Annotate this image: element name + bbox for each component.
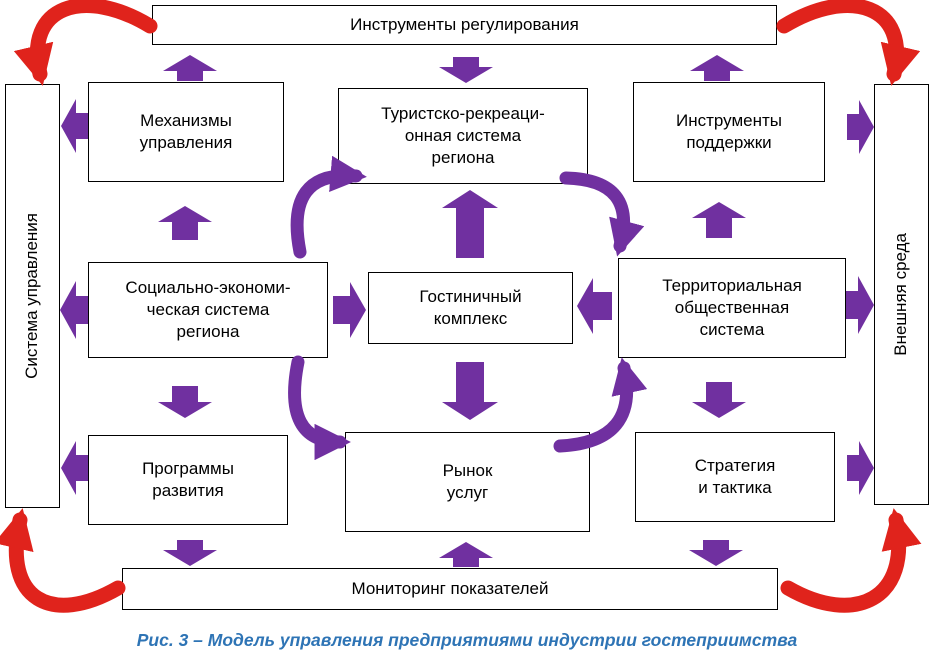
box-hotel-complex-label: Гостиничный комплекс — [419, 286, 522, 328]
red-arrow-bottom-left — [0, 508, 126, 613]
box-management-system-label: Система управления — [22, 213, 42, 379]
arrow-down-mid-left — [158, 386, 212, 418]
red-arrow-bottom-right — [780, 508, 922, 613]
arrow-right-socio-hotel — [333, 282, 366, 338]
arrow-up-mid-left — [158, 206, 212, 240]
arrow-right-row2 — [845, 276, 874, 334]
box-external-environment-label: Внешняя среда — [891, 233, 911, 356]
box-tourist-system: Туристско-рекреаци- онная система регион… — [338, 88, 588, 184]
curved-arrow-socio-to-tourist — [290, 155, 367, 259]
arrow-right-row3 — [847, 441, 874, 495]
box-regulation-tools-label: Инструменты регулирования — [350, 14, 579, 34]
box-territorial-system-label: Территориальная общественная система — [662, 275, 802, 340]
box-management-mechanisms: Механизмы управления — [88, 82, 284, 182]
box-hotel-complex: Гостиничный комплекс — [368, 272, 573, 344]
red-arrow-top-left — [13, 0, 158, 86]
box-support-tools: Инструменты поддержки — [633, 82, 825, 182]
box-monitoring: Мониторинг показателей — [122, 568, 778, 610]
arrow-up-bottom-center — [439, 542, 493, 567]
box-management-mechanisms-label: Механизмы управления — [139, 110, 233, 152]
arrow-left-row1 — [61, 99, 88, 153]
arrow-down-bottom-right — [689, 540, 743, 566]
box-socioeconomic-system-label: Социально-экономи- ческая система регион… — [125, 277, 291, 342]
arrow-down-top-center — [439, 57, 493, 83]
red-arrow-top-right — [776, 0, 921, 86]
arrow-down-mid-right — [692, 382, 746, 418]
box-services-market-label: Рынок услуг — [442, 460, 493, 502]
curved-arrow-socio-to-market — [288, 355, 351, 461]
box-development-programs-label: Программы развития — [142, 458, 234, 500]
box-regulation-tools: Инструменты регулирования — [152, 5, 777, 45]
arrow-left-row3 — [61, 441, 88, 495]
box-management-system: Система управления — [5, 84, 60, 508]
curved-arrow-tourist-to-territorial — [559, 171, 645, 257]
arrow-left-row2 — [60, 281, 90, 339]
box-strategy-tactics: Стратегия и тактика — [635, 432, 835, 522]
arrow-down-center — [442, 362, 498, 420]
arrow-down-bottom-left — [163, 540, 217, 566]
box-external-environment: Внешняя среда — [874, 84, 929, 505]
figure-caption: Рис. 3 – Модель управления предприятиями… — [136, 630, 798, 650]
box-monitoring-label: Мониторинг показателей — [351, 578, 549, 598]
arrow-right-row1 — [847, 100, 874, 154]
box-tourist-system-label: Туристско-рекреаци- онная система регион… — [381, 103, 545, 168]
box-strategy-tactics-label: Стратегия и тактика — [694, 455, 776, 497]
box-support-tools-label: Инструменты поддержки — [675, 110, 782, 152]
arrow-up-top-right — [690, 55, 744, 81]
box-services-market: Рынок услуг — [345, 432, 590, 532]
arrow-up-center — [442, 190, 498, 258]
arrow-up-mid-right — [692, 202, 746, 238]
box-territorial-system: Территориальная общественная система — [618, 258, 846, 358]
box-socioeconomic-system: Социально-экономи- ческая система регион… — [88, 262, 328, 358]
arrow-up-top-left — [163, 55, 217, 81]
arrow-left-terr-hotel — [577, 278, 612, 334]
box-development-programs: Программы развития — [88, 435, 288, 525]
